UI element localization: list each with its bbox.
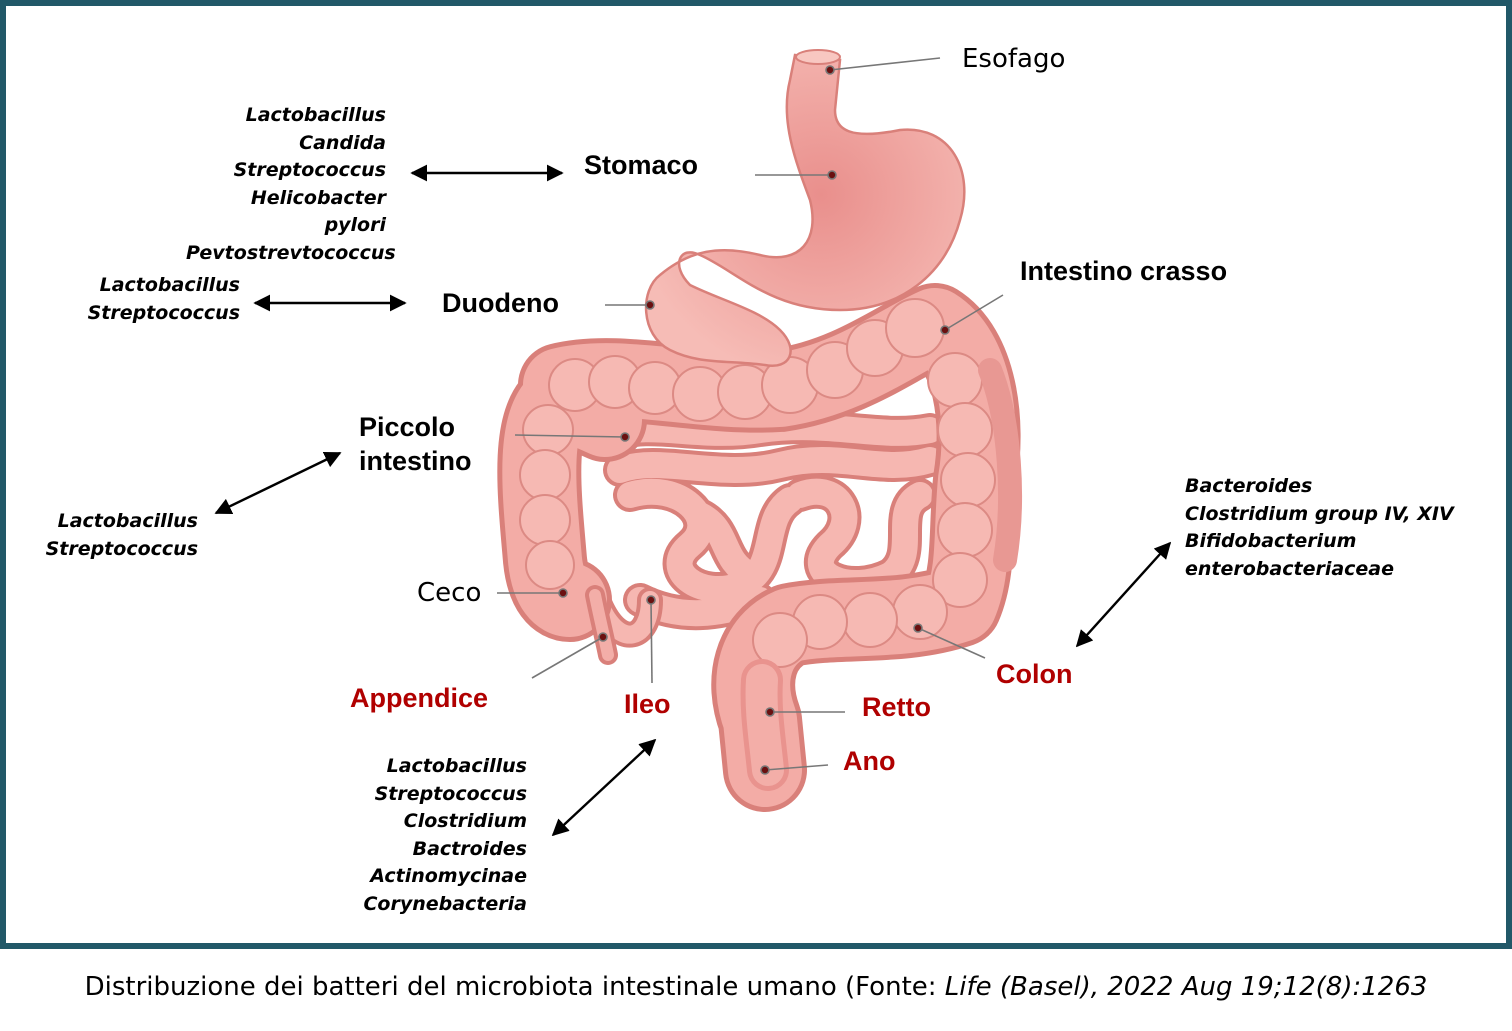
- bacterium: Lactobacillus: [99, 274, 240, 296]
- bacteria-list-stomaco: Lactobacillus Candida Streptococcus Heli…: [186, 102, 396, 267]
- association-arrows: [214, 164, 1172, 837]
- bacterium: Streptococcus: [233, 159, 386, 181]
- label-intestino-crasso: Intestino crasso: [1020, 256, 1228, 286]
- stomach: [644, 49, 966, 368]
- label-colon: Colon: [996, 659, 1073, 689]
- bacterium: Streptococcus: [45, 537, 198, 560]
- bacterium: Lactobacillus: [386, 755, 527, 777]
- arrow-ileo: [551, 738, 657, 837]
- label-esofago: Esofago: [962, 44, 1066, 74]
- label-stomaco: Stomaco: [584, 150, 699, 180]
- bacterium: Streptococcus: [374, 782, 527, 805]
- label-duodeno: Duodeno: [442, 288, 559, 318]
- bacterium: Helicobacter pylori: [250, 186, 386, 237]
- bacterium: enterobacteriaceae: [1185, 557, 1395, 580]
- caption-text: Distribuzione dei batteri del microbiota…: [84, 972, 945, 1002]
- label-piccolo-line1: Piccolo: [359, 412, 456, 442]
- bacteria-list-duodeno: Lactobacillus Streptococcus: [60, 272, 240, 327]
- bacterium: Corynebacteria: [363, 892, 527, 915]
- bacteria-list-colon: Bacteroides Clostridium group IV, XIV Bi…: [1185, 473, 1485, 583]
- bacterium: Clostridium group IV, XIV: [1185, 502, 1454, 525]
- bacterium: Actinomycinae: [370, 865, 527, 887]
- bacterium: Pevtostrevtococcus: [186, 241, 396, 264]
- bacteria-list-ileo: Lactobacillus Streptococcus Clostridium …: [327, 753, 527, 918]
- bacterium: Streptococcus: [87, 301, 240, 324]
- arrow-piccolo-intestino: [214, 451, 342, 515]
- arrow-colon: [1075, 541, 1172, 648]
- bacterium: Lactobacillus: [245, 104, 386, 126]
- bacterium: Clostridium: [403, 810, 527, 832]
- figure-caption: Distribuzione dei batteri del microbiota…: [0, 972, 1512, 1002]
- label-piccolo-line2: intestino: [359, 446, 472, 476]
- label-ano: Ano: [843, 746, 896, 776]
- bacterium: Lactobacillus: [57, 510, 198, 532]
- bacterium: Bacteroides: [1185, 475, 1313, 497]
- bacterium: Bifidobacterium: [1185, 530, 1357, 552]
- leader-lines: [497, 57, 1004, 775]
- bacterium: Candida: [299, 131, 386, 154]
- label-retto: Retto: [862, 692, 931, 722]
- label-ileo: Ileo: [624, 689, 671, 719]
- bacterium: Bactroides: [412, 837, 527, 860]
- label-ceco: Ceco: [417, 578, 482, 608]
- caption-source: Life (Basel), 2022 Aug 19;12(8):1263: [944, 972, 1428, 1002]
- bacteria-list-piccolo-intestino: Lactobacillus Streptococcus: [18, 508, 198, 563]
- label-appendice: Appendice: [350, 683, 489, 713]
- digestive-tract-illustration: [214, 49, 1172, 837]
